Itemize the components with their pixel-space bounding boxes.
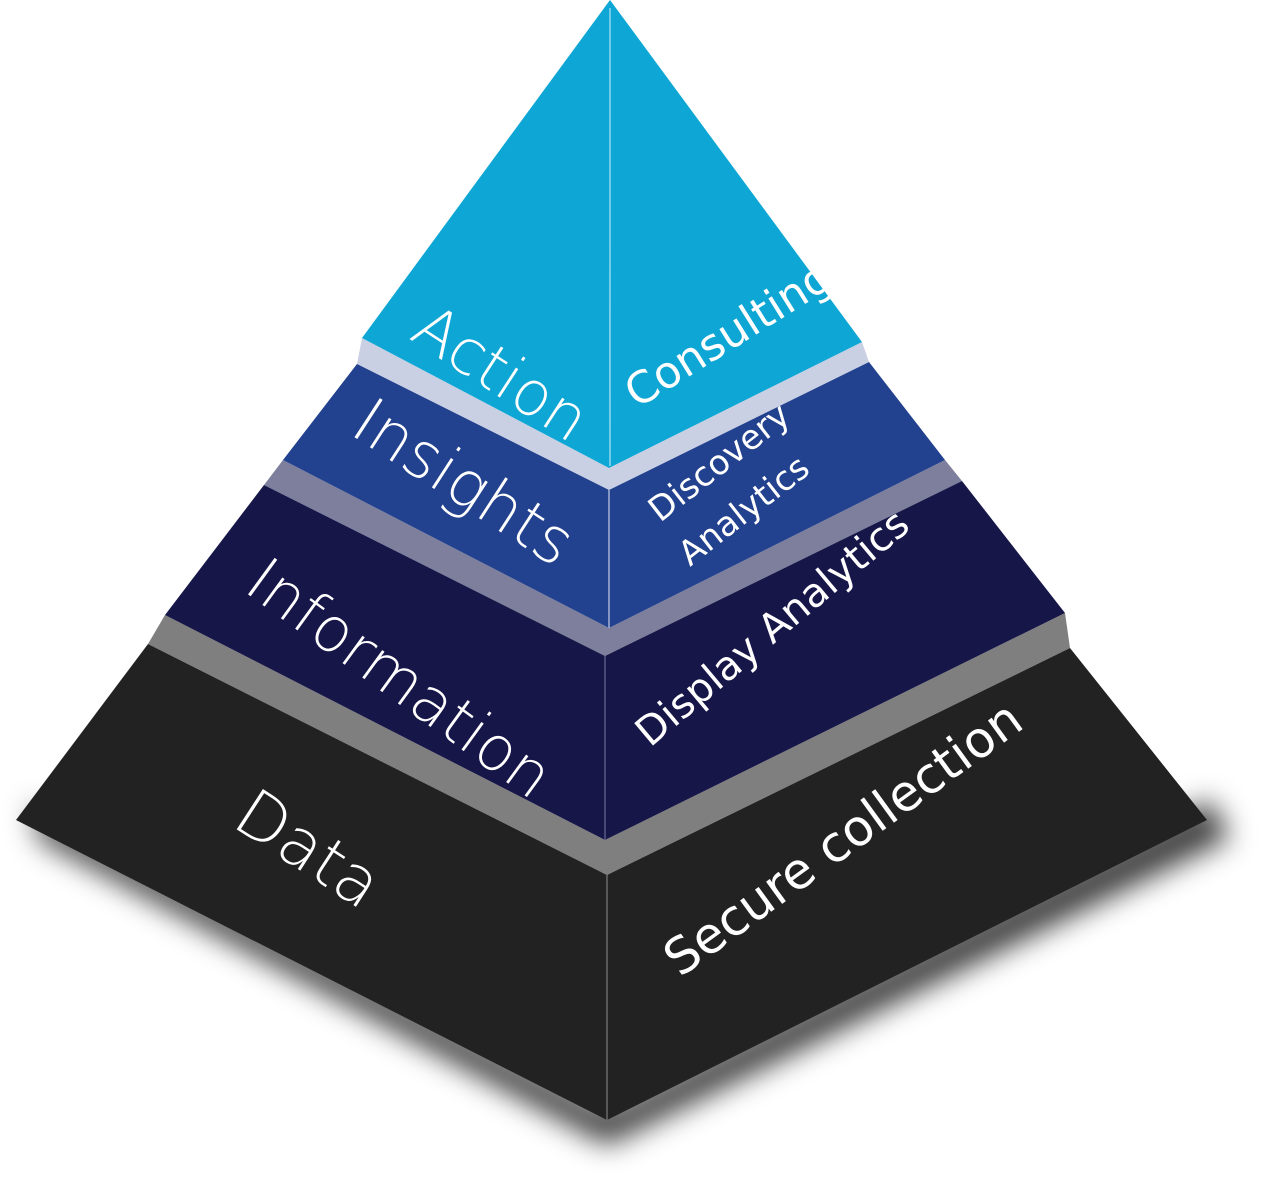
layer-face-data-left: [16, 644, 607, 1120]
layer-face-information-left: [165, 485, 605, 840]
layer-face-information-right: [605, 481, 1065, 840]
layer-face-data-right: [607, 648, 1207, 1120]
layer-face-insights-right: [609, 362, 945, 628]
layer-face-insights-left: [283, 364, 609, 628]
layer-face-action-left: [362, 0, 610, 468]
layer-ledges: [148, 338, 1070, 875]
layer-faces: [16, 0, 1207, 1120]
ledge-action: [357, 338, 869, 490]
layer-face-action-right: [609, 0, 862, 468]
